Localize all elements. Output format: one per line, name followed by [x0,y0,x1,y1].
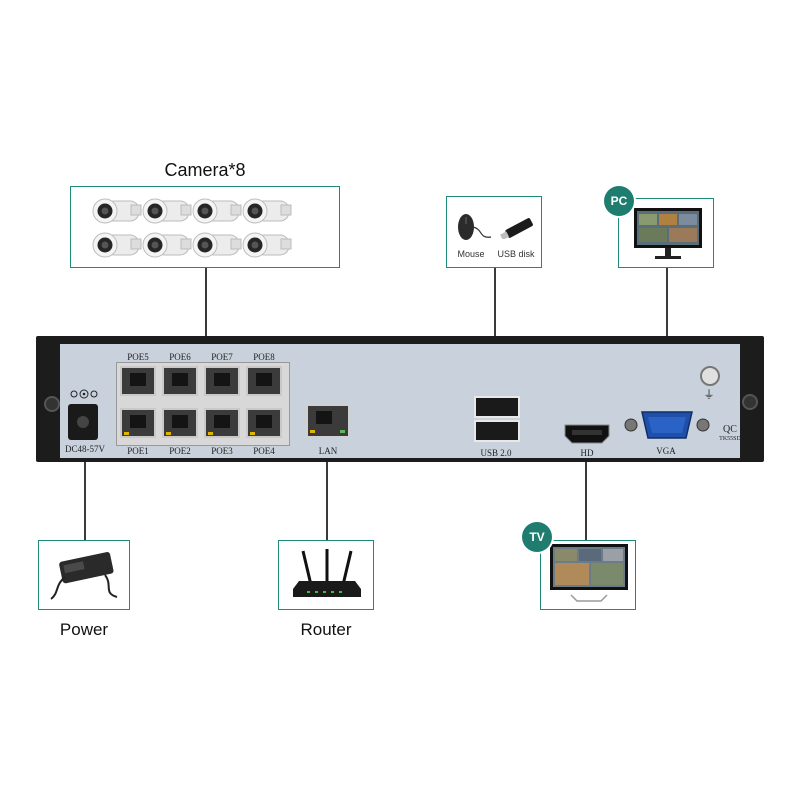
bullet-camera-icon [192,198,242,224]
usb-disk-label: USB disk [497,249,535,259]
tv-icon [550,544,628,602]
power-label: Power [59,620,109,639]
bullet-camera-icon [242,232,292,258]
usb-peripherals-box: Mouse USB disk [446,196,542,268]
poe5-label: POE5 [127,352,149,362]
usb-label: USB 2.0 [480,448,512,458]
bullet-camera-icon [192,232,242,258]
tv-box [540,540,636,610]
qc-label: QC [723,424,737,435]
cameras-box [70,186,340,268]
pc-badge: PC [604,186,634,216]
poe8-port [246,366,282,396]
left-screw [44,396,60,412]
hdmi-wire [585,455,587,540]
hdmi-port [564,424,610,444]
led-lan-2 [340,430,345,433]
polarity-icon [70,389,98,399]
usb-wire [494,268,496,388]
usb-port-top [474,396,520,418]
led-lan-1 [310,430,315,433]
bullet-camera-icon [142,232,192,258]
monitor-icon [634,208,702,259]
right-screw [742,394,758,410]
led-poe3 [208,432,213,435]
power-adapter-box [38,540,130,610]
camera-count-label: Camera*8 [164,160,246,180]
power-wire [84,455,86,540]
poe7-label: POE7 [211,352,233,362]
poe1-label: POE1 [127,446,149,456]
tv-badge: TV [522,522,552,552]
bullet-camera-icon [142,198,192,224]
led-poe1 [124,432,129,435]
led-poe4 [250,432,255,435]
dc-power-jack [68,404,98,440]
poe8-label: POE8 [253,352,275,362]
camera-icon [92,198,292,258]
mouse-icon [458,214,492,240]
ground-screw [700,366,720,386]
led-poe2 [166,432,171,435]
bullet-camera-icon [92,232,142,258]
poe7-port [204,366,240,396]
poe4-label: POE4 [253,446,275,456]
power-adapter-icon [50,552,118,600]
router-box [278,540,374,610]
vga-label: VGA [656,446,676,456]
usb-disk-icon [500,218,533,239]
pc-box [618,198,714,268]
poe2-port [162,408,198,438]
poe6-label: POE6 [169,352,191,362]
qc-code: TK55SD [719,436,741,442]
router-label: Router [300,620,352,639]
poe6-port [162,366,198,396]
usb-port-bottom [474,420,520,442]
mouse-label: Mouse [457,249,485,259]
poe3-label: POE3 [211,446,233,456]
ground-symbol: ⏚ [703,389,715,401]
power-port-label: DC48-57V [65,444,105,454]
lan-label: LAN [318,446,338,456]
router-icon [293,549,361,597]
vga-port [624,411,710,439]
bullet-camera-icon [242,198,292,224]
lan-wire [326,455,328,540]
hd-label: HD [580,448,594,458]
poe5-port [120,366,156,396]
poe1-port [120,408,156,438]
camera-wire [205,268,207,358]
bullet-camera-icon [92,198,142,224]
poe2-label: POE2 [169,446,191,456]
